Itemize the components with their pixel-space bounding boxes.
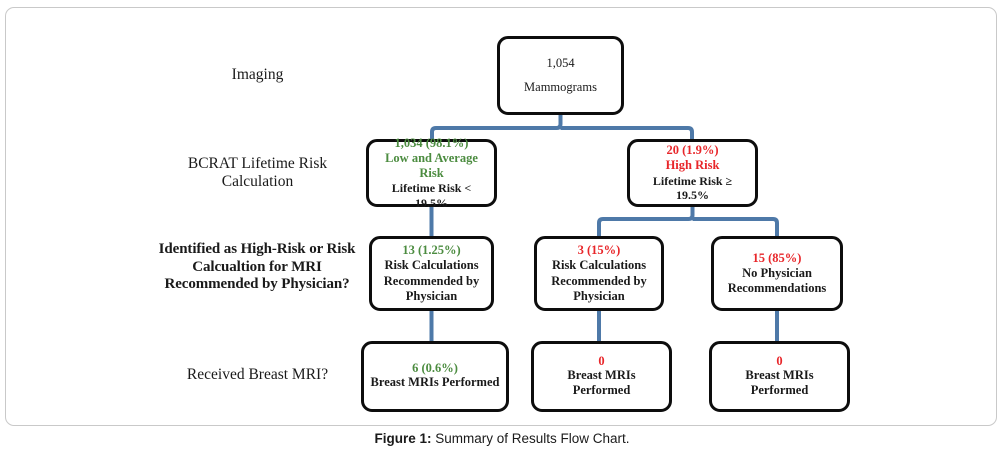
stage-label-received-breast-mri: Received Breast MRI?	[186, 366, 329, 383]
no-physician-line1: No Physician	[742, 265, 812, 280]
mri-performed-2-count: 0	[598, 353, 605, 368]
risk-calc-low-line3: Physician	[405, 288, 458, 303]
connector-highrisk-to-nophysician	[692, 217, 779, 236]
flow-box-risk-calculations-low-risk: 13 (1.25%) Risk Calculations Recommended…	[369, 236, 494, 311]
flow-box-no-physician-recommendations: 15 (85%) No Physician Recommendations	[711, 236, 843, 311]
connector-mammograms-split	[430, 115, 563, 139]
risk-calc-low-count: 13 (1.25%)	[402, 243, 461, 257]
risk-calc-high-line2: Recommended by	[551, 273, 647, 288]
stage-label-bcrat-lifetime-risk-calculation: BCRAT Lifetime Risk Calculation	[187, 155, 328, 191]
risk-calc-high-line3: Physician	[573, 288, 625, 303]
mri-performed-1-label: Breast MRIs Performed	[370, 375, 500, 390]
flow-box-breast-mris-performed-no-physician: 0 Breast MRIs Performed	[709, 341, 850, 412]
flow-box-risk-calculations-high-risk: 3 (15%) Risk Calculations Recommended by…	[534, 236, 664, 311]
high-risk-count: 20 (1.9%)	[666, 143, 719, 158]
mammograms-label: Mammograms	[524, 80, 597, 94]
figure-caption: Figure 1: Summary of Results Flow Chart.	[0, 431, 1004, 446]
mri-performed-3-label: Breast MRIs Performed	[745, 367, 814, 398]
flow-box-mammograms: 1,054 Mammograms	[497, 36, 624, 115]
stage-label-identified-as-high-risk: Identified as High-Risk or Risk Calcualt…	[158, 241, 356, 293]
mammograms-count: 1,054	[546, 55, 575, 70]
mammograms-spacer	[505, 71, 616, 80]
risk-calc-low-line1: Risk Calculations	[384, 258, 479, 273]
connector-highrisk-split	[597, 207, 695, 236]
flow-box-low-average-risk: 1,034 (98.1%) Low and Average Risk Lifet…	[366, 135, 497, 210]
connector-mammograms-to-high	[560, 126, 694, 139]
mri-performed-1-count: 6 (0.6%)	[412, 361, 458, 376]
risk-calc-low-line2: Recommended by	[383, 273, 480, 288]
mri-performed-3-count: 0	[776, 353, 783, 368]
figure-caption-label: Figure 1:	[374, 431, 432, 446]
high-risk-label: High Risk	[665, 158, 720, 173]
flow-box-high-risk: 20 (1.9%) High Risk Lifetime Risk ≥ 19.5…	[627, 139, 758, 207]
figure-caption-text: Summary of Results Flow Chart.	[431, 431, 630, 446]
risk-calc-high-count: 3 (15%)	[577, 243, 621, 257]
low-average-risk-threshold: Lifetime Risk < 19.5%	[391, 181, 472, 210]
no-physician-line2: Recommendations	[727, 281, 827, 296]
low-average-risk-label: Low and Average Risk	[385, 150, 478, 180]
no-physician-count: 15 (85%)	[752, 250, 802, 265]
mri-performed-2-label: Breast MRIs Performed	[567, 367, 636, 398]
flow-box-breast-mris-performed-low-risk: 6 (0.6%) Breast MRIs Performed	[361, 341, 509, 412]
risk-calc-high-line1: Risk Calculations	[551, 258, 647, 273]
high-risk-threshold: Lifetime Risk ≥ 19.5%	[652, 173, 733, 203]
flow-box-breast-mris-performed-high-risk: 0 Breast MRIs Performed	[531, 341, 672, 412]
low-average-risk-count: 1,034 (98.1%)	[394, 135, 469, 150]
stage-label-imaging: Imaging	[231, 66, 284, 83]
